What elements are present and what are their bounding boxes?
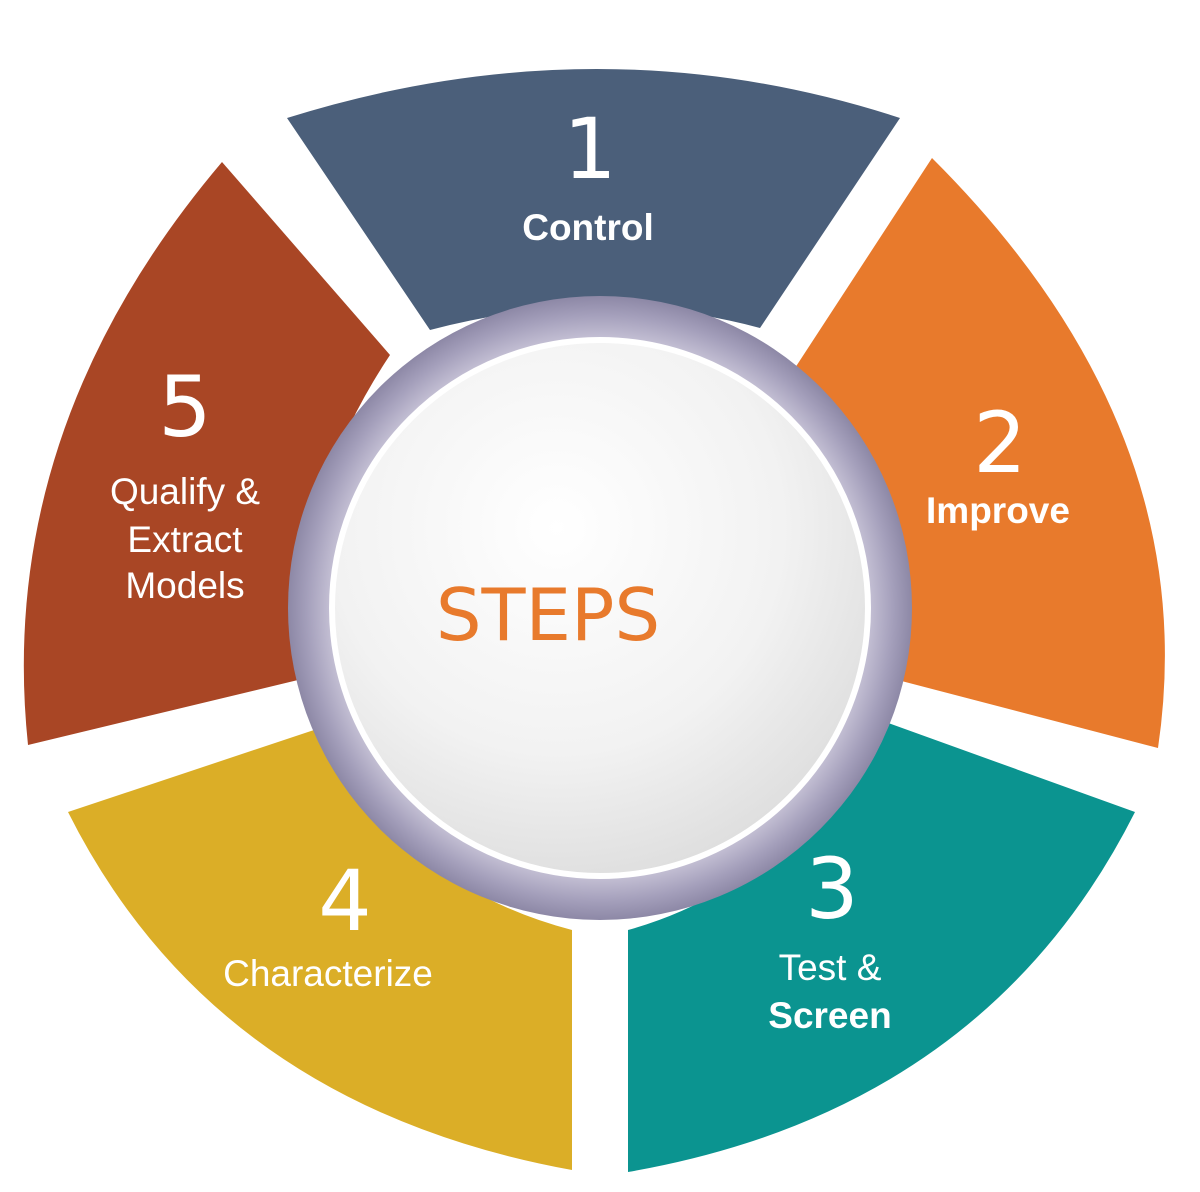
segment-step-4 bbox=[68, 728, 572, 1170]
step-4-number: 4 bbox=[318, 852, 371, 950]
center-disc bbox=[329, 337, 871, 879]
step-2-number: 2 bbox=[973, 394, 1026, 492]
segment-step-3 bbox=[628, 720, 1135, 1172]
step-3-number: 3 bbox=[805, 840, 858, 938]
segment-step-2 bbox=[795, 158, 1165, 748]
step-5-label-line-1: Qualify & bbox=[110, 471, 260, 512]
step-5-number: 5 bbox=[158, 358, 211, 456]
center-title: STEPS bbox=[436, 573, 660, 657]
step-3-label-line-1: Test & bbox=[779, 947, 882, 988]
step-5-label-line-2: Extract bbox=[127, 519, 243, 560]
step-3-label-line-2: Screen bbox=[768, 995, 891, 1036]
step-2-label: Improve bbox=[926, 490, 1070, 531]
step-1-number: 1 bbox=[563, 100, 616, 198]
step-4-label: Characterize bbox=[223, 953, 433, 994]
segment-step-1 bbox=[287, 69, 900, 330]
step-1-label: Control bbox=[522, 207, 654, 248]
step-5-label-line-3: Models bbox=[125, 565, 244, 606]
